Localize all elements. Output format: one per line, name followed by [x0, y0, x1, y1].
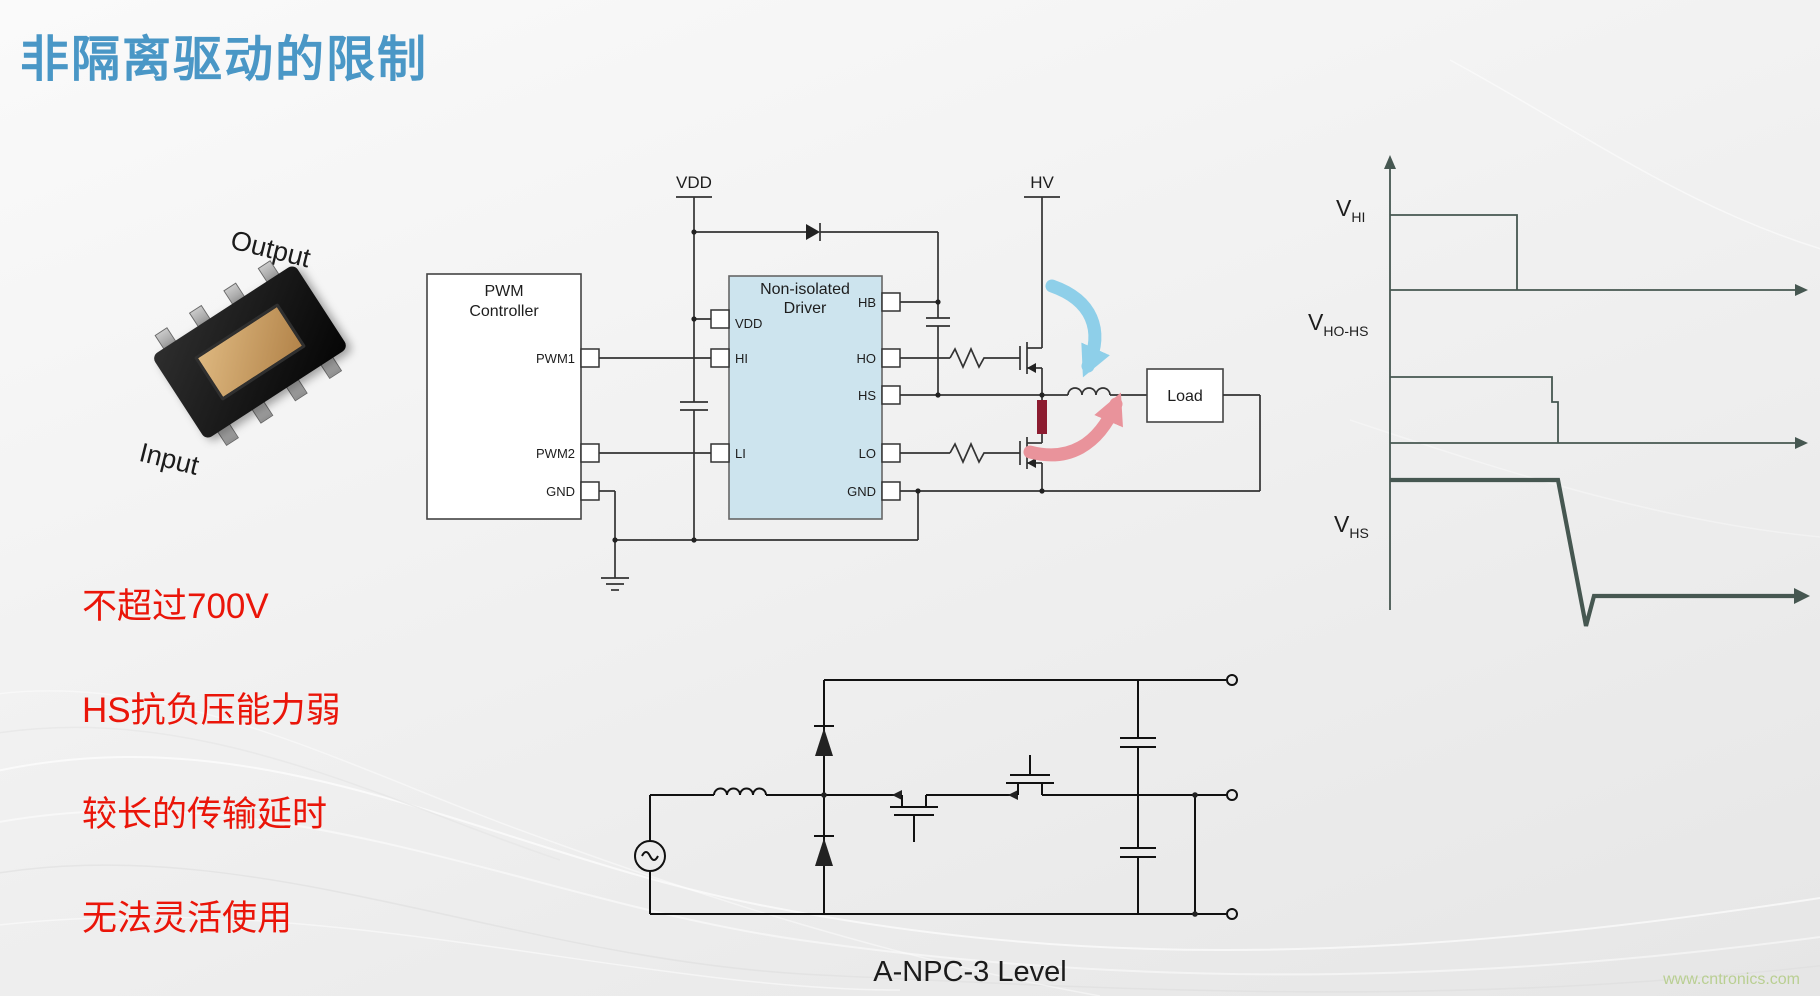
output-load-branch: Load — [900, 368, 1261, 492]
hs-parasitic-highlight — [1037, 400, 1047, 434]
driver-hi-pin-label: HI — [735, 351, 748, 366]
hv-supply: HV — [1024, 173, 1060, 348]
limitation-item: 较长的传输延时 — [82, 795, 328, 834]
dc-rails — [650, 674, 1238, 920]
gate-resistor — [949, 441, 986, 465]
driver-li-pin-label: LI — [735, 446, 746, 461]
vhi-label-sub: HI — [1351, 209, 1365, 225]
midpoint-terminal — [1226, 789, 1238, 801]
timing-diagram: VHI VHO-HS VHS — [1308, 155, 1810, 627]
anpc-mosfet-right — [1006, 755, 1054, 800]
svg-text:VHO-HS: VHO-HS — [1308, 309, 1368, 339]
current-flow-arrow-red — [1023, 392, 1123, 462]
vhs-label-sub: HS — [1349, 525, 1368, 541]
vhs-trace: VHS — [1334, 477, 1810, 627]
vdd-label: VDD — [676, 173, 712, 192]
hv-label: HV — [1030, 173, 1054, 192]
dc-plus-terminal — [1226, 674, 1238, 686]
dc-link-capacitors — [1120, 680, 1156, 914]
load-label: Load — [1167, 388, 1203, 405]
signal-wires — [599, 357, 919, 541]
driver-title-line1: Non-isolated — [760, 281, 850, 298]
anpc-circuit-diagram — [634, 674, 1238, 920]
driver-circuit-diagram: VDD HV PWM Controller PWM1 PW — [426, 173, 1261, 591]
clamp-diode-top — [815, 728, 833, 756]
anpc-circuit-label: A-NPC-3 Level — [873, 956, 1067, 988]
pwm1-pin-label: PWM1 — [536, 351, 575, 366]
vhohs-trace: VHO-HS — [1308, 309, 1808, 449]
output-inductor — [1067, 387, 1111, 396]
clamp-diode-bottom — [815, 838, 833, 866]
low-side-mosfet — [900, 437, 1043, 491]
driver-hs-pin-label: HS — [858, 388, 876, 403]
driver-gnd-pin-label: GND — [847, 484, 876, 499]
vhi-trace: VHI — [1336, 195, 1808, 296]
pwm-controller-box: PWM Controller PWM1 PWM2 GND — [426, 273, 600, 520]
vhs-label-main: V — [1334, 511, 1350, 537]
anpc-mosfet-left — [890, 790, 938, 842]
vhi-label-main: V — [1336, 195, 1352, 221]
gate-resistor — [949, 346, 986, 370]
driver-ho-pin-label: HO — [857, 351, 877, 366]
pwm-title-line1: PWM — [484, 283, 523, 300]
limitation-item: HS抗负压能力弱 — [82, 691, 341, 730]
current-flow-arrow-blue — [1045, 279, 1110, 378]
limitation-item: 不超过700V — [82, 587, 269, 626]
timing-axis — [1384, 155, 1396, 610]
driver-lo-pin-label: LO — [859, 446, 876, 461]
anpc-junction-dots — [821, 792, 1198, 917]
svg-text:VHI: VHI — [1336, 195, 1365, 225]
mosfet-pair — [890, 755, 1054, 842]
high-side-mosfet — [900, 342, 1043, 395]
vhohs-label-sub: HO-HS — [1323, 323, 1368, 339]
pwm2-pin-label: PWM2 — [536, 446, 575, 461]
driver-vdd-pin-label: VDD — [735, 316, 762, 331]
bootstrap-capacitor — [926, 317, 950, 327]
driver-title-line2: Driver — [784, 300, 827, 317]
dc-minus-terminal — [1226, 908, 1238, 920]
non-isolated-driver-box: Non-isolated Driver VDD HI LI HB HO HS L… — [710, 275, 901, 520]
limitation-item: 无法灵活使用 — [82, 899, 293, 938]
bootstrap-network — [694, 223, 950, 395]
pwm-gnd-pin-label: GND — [546, 484, 575, 499]
bootstrap-diode — [806, 224, 820, 240]
pwm-title-line2: Controller — [469, 303, 539, 320]
input-inductor — [650, 787, 902, 796]
svg-text:VHS: VHS — [1334, 511, 1369, 541]
driver-hb-pin-label: HB — [858, 295, 876, 310]
page-title: 非隔离驱动的限制 — [20, 33, 429, 87]
vhohs-label-main: V — [1308, 309, 1324, 335]
junction-dots — [612, 229, 1045, 543]
ac-source — [634, 795, 666, 914]
ground-symbol — [601, 540, 629, 591]
vdd-supply: VDD — [676, 173, 712, 540]
watermark: www.cntronics.com — [1663, 971, 1800, 988]
limitations-list: 不超过700V HS抗负压能力弱 较长的传输延时 无法灵活使用 — [82, 0, 602, 996]
switch-node — [900, 394, 1047, 443]
decoupling-capacitor — [680, 401, 708, 411]
